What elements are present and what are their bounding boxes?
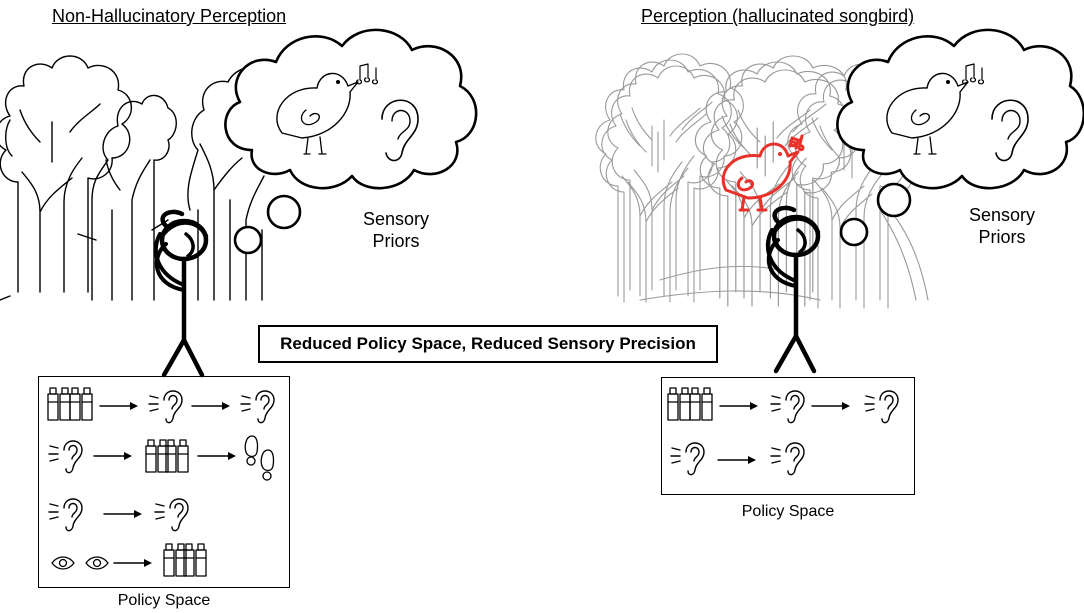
right-panel-title: Perception (hallucinated songbird) (641, 6, 915, 26)
center-label: Reduced Policy Space, Reduced Sensory Pr… (280, 334, 696, 353)
right-priors-word: Priors (978, 227, 1026, 247)
hallucinated-bird (721, 134, 805, 212)
right-policy-space-box (661, 377, 915, 495)
right-sensory-word: Sensory (968, 205, 1036, 225)
left-sensory-priors-label: Sensory Priors (350, 208, 442, 252)
left-priors-word: Priors (372, 231, 420, 251)
right-sensory-priors-label: Sensory Priors (956, 204, 1048, 248)
left-thought-cloud (224, 28, 478, 255)
right-blurred-trees (595, 53, 932, 309)
left-sensory-word: Sensory (362, 209, 430, 229)
left-policy-space-box (38, 376, 290, 588)
right-policy-space-label: Policy Space (741, 503, 835, 520)
center-label-box: Reduced Policy Space, Reduced Sensory Pr… (258, 325, 718, 363)
left-panel-title: Non-Hallucinatory Perception (52, 6, 287, 26)
right-thought-cloud (836, 28, 1084, 247)
left-policy-space-label: Policy Space (117, 592, 211, 609)
